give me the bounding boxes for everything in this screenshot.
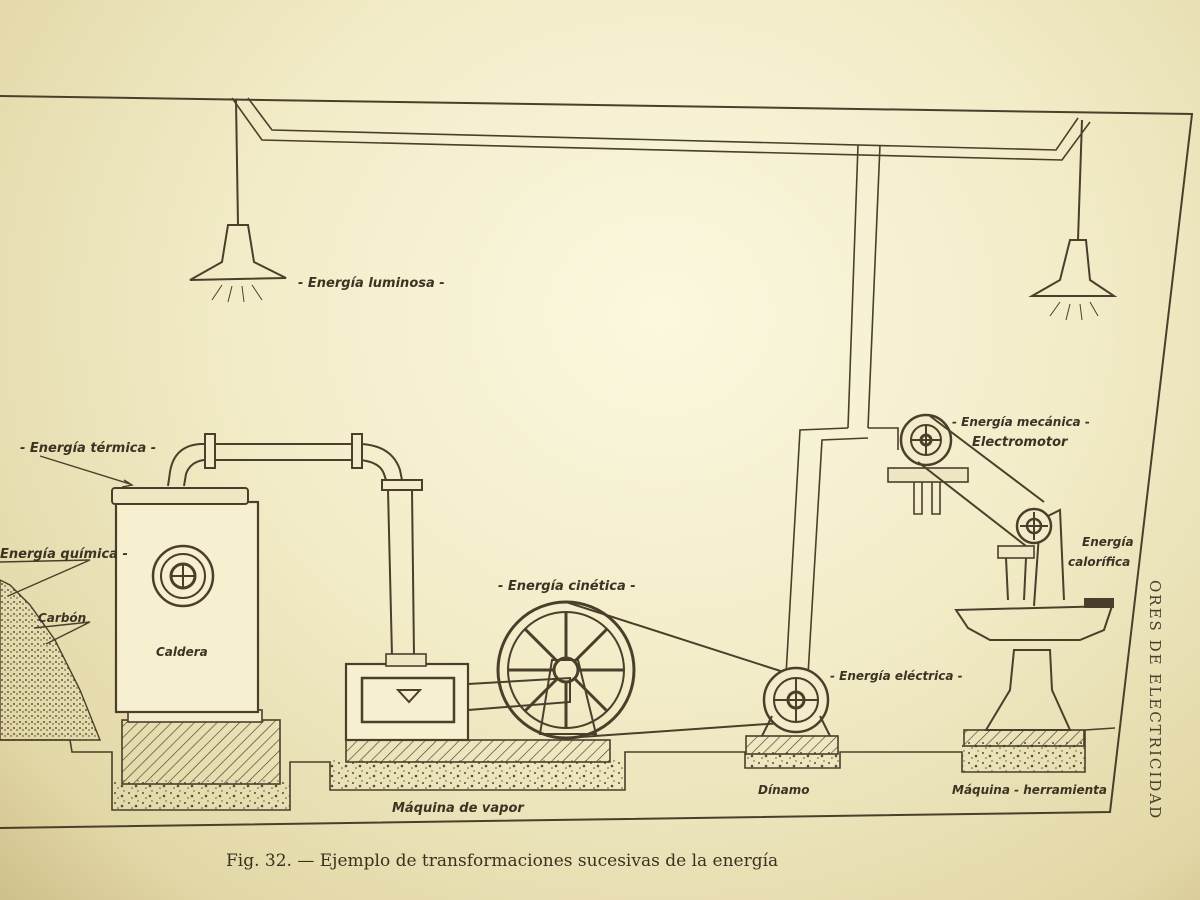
electromotor: [887, 413, 969, 515]
label-energia-termica: - Energía térmica -: [20, 441, 156, 456]
label-energia-calorifica-1: Energía: [1082, 535, 1134, 549]
lamp-icon-left: [189, 99, 287, 303]
steam-pipe: [167, 433, 423, 657]
label-carbon: Carbón: [38, 611, 86, 625]
label-energia-electrica: - Energía eléctrica -: [830, 669, 963, 683]
label-energia-mecanica: - Energía mecánica -: [952, 415, 1090, 429]
label-dinamo: Dínamo: [758, 783, 809, 797]
dynamo: [745, 666, 839, 755]
label-caldera: Caldera: [156, 645, 208, 659]
label-energia-quimica: Energía química -: [0, 547, 128, 562]
book-spine-title: ORES DE ELECTRICIDAD: [1146, 580, 1164, 820]
label-electromotor: Electromotor: [972, 435, 1069, 450]
coal-pile: [0, 579, 102, 741]
label-energia-cinetica: - Energía cinética -: [498, 579, 636, 594]
frame: [0, 95, 1194, 829]
label-maquina-vapor: Máquina de vapor: [392, 801, 525, 816]
ceiling-wiring: [231, 97, 1091, 676]
label-energia-luminosa: - Energía luminosa -: [298, 276, 445, 291]
label-maquina-herramienta: Máquina - herramienta: [952, 783, 1107, 797]
lamp-icon-right: [1028, 119, 1118, 321]
tool-belt: [917, 415, 1045, 547]
boiler: [111, 487, 281, 785]
labels: - Energía luminosa - - Energía térmica -…: [0, 276, 1134, 816]
drive-belt: [565, 601, 797, 739]
label-arrows: [0, 455, 134, 645]
steam-engine: [344, 653, 611, 763]
flywheel-icon: [496, 600, 636, 740]
figure-caption: Fig. 32. — Ejemplo de transformaciones s…: [226, 851, 778, 871]
label-energia-calorifica-2: calorífica: [1068, 555, 1130, 569]
machine-tool: [954, 507, 1114, 747]
ground: [0, 727, 1116, 811]
